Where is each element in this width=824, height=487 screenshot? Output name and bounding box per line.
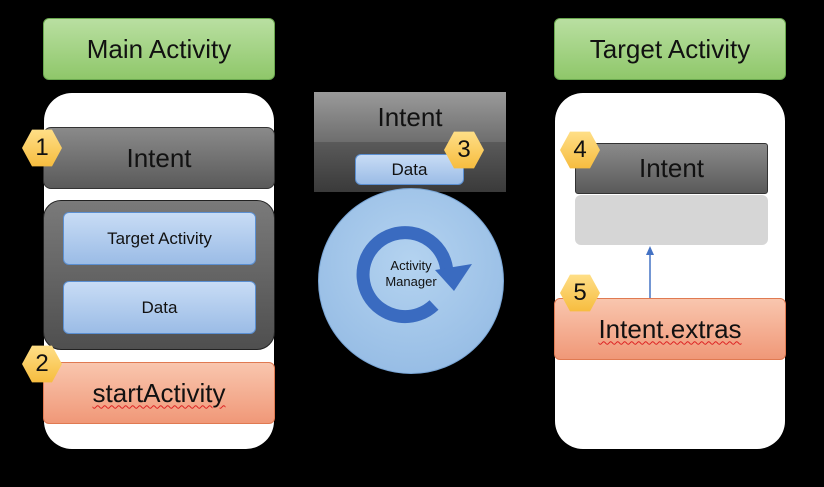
main-activity-title: Main Activity (43, 18, 275, 80)
main-intent-label: Intent (126, 142, 192, 173)
data-field: Data (63, 281, 256, 334)
step-badge-4: 4 (560, 131, 600, 169)
passed-intent-header: Intent (314, 92, 506, 142)
passed-data-label: Data (391, 159, 428, 179)
step-badge-1: 1 (22, 129, 62, 167)
target-activity-field: Target Activity (63, 212, 256, 265)
received-intent-label: Intent (638, 153, 705, 183)
step-badge-2-number: 2 (35, 350, 49, 377)
activity-manager-line-2: Manager (385, 274, 437, 289)
passed-intent-label: Intent (377, 101, 443, 132)
activity-manager-line-1: Activity (390, 258, 432, 273)
target-activity-title: Target Activity (554, 18, 786, 80)
received-intent-box: Intent (575, 143, 768, 194)
step-badge-4-number: 4 (573, 136, 587, 163)
main-activity-title-text: Main Activity (86, 33, 232, 64)
activity-manager-circle (318, 188, 504, 374)
start-activity-label: startActivity (92, 377, 226, 408)
step-badge-1-number: 1 (35, 134, 49, 161)
main-intent-box: Intent (43, 127, 275, 189)
target-activity-field-label: Target Activity (107, 228, 212, 248)
intent-extras-label: Intent.extras (598, 313, 742, 344)
step-badge-5: 5 (560, 274, 600, 312)
intent-extras-box: Intent.extras (554, 298, 786, 360)
step-badge-3-number: 3 (457, 136, 471, 163)
target-activity-title-text: Target Activity (589, 33, 751, 64)
received-intent-payload (575, 195, 768, 245)
passed-data-field: Data (355, 154, 464, 185)
refresh-cycle-icon (356, 226, 472, 324)
data-field-label: Data (141, 297, 178, 317)
step-badge-2: 2 (22, 345, 62, 383)
step-badge-5-number: 5 (573, 279, 587, 306)
extras-arrow (646, 246, 654, 299)
activity-manager-label: Activity Manager (371, 256, 451, 292)
start-activity-call: startActivity (43, 362, 275, 424)
